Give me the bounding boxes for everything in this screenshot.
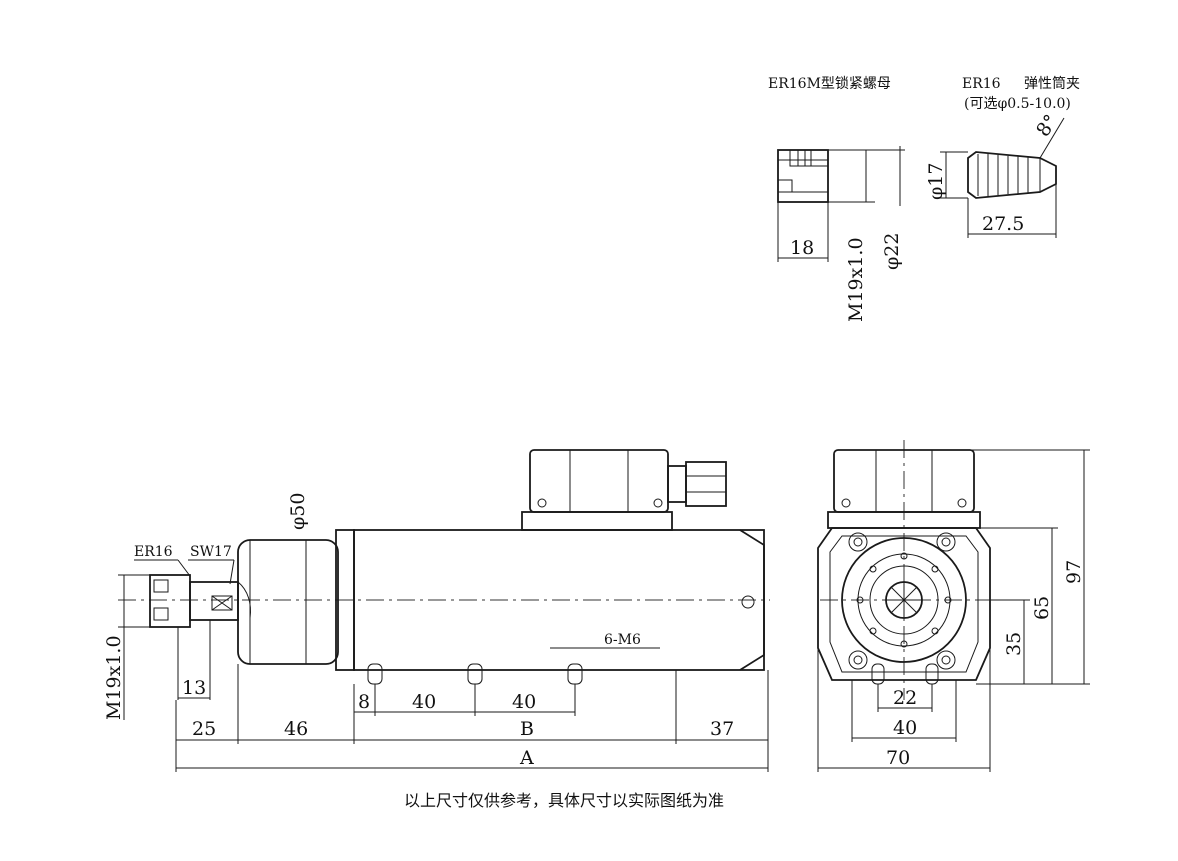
dim-46: 46 bbox=[284, 718, 308, 740]
dim-70: 70 bbox=[886, 747, 910, 769]
er16-nut-drawing: ER16M型锁紧螺母 18 M19x1.0 φ22 bbox=[768, 76, 905, 322]
dim-collet-length: 27.5 bbox=[982, 213, 1024, 235]
label-sw17: SW17 bbox=[190, 544, 232, 560]
er16-collet-drawing: ER16 弹性筒夹 (可选φ0.5-10.0) 8° φ17 27.5 bbox=[925, 75, 1080, 238]
footer-note: 以上尺寸仅供参考，具体尺寸以实际图纸为准 bbox=[404, 791, 724, 810]
label-mount-holes: 6-M6 bbox=[604, 632, 641, 648]
dim-a: A bbox=[519, 747, 534, 769]
dim-40c: 40 bbox=[893, 717, 917, 739]
dim-b: B bbox=[520, 718, 534, 740]
dim-22: 22 bbox=[893, 687, 917, 709]
dim-40a: 40 bbox=[412, 691, 436, 713]
label-er16: ER16 bbox=[134, 544, 173, 560]
dim-body-diameter: φ50 bbox=[287, 493, 309, 530]
dim-25: 25 bbox=[192, 718, 216, 740]
dim-97: 97 bbox=[1063, 560, 1085, 584]
dim-side-thread: M19x1.0 bbox=[103, 635, 125, 720]
dim-13: 13 bbox=[182, 677, 206, 699]
collet-name: 弹性筒夹 bbox=[1024, 75, 1080, 92]
spindle-side-view: ER16 SW17 6-M6 φ50 M19x1.0 13 8 40 40 bbox=[103, 449, 770, 772]
dim-40b: 40 bbox=[512, 691, 536, 713]
dim-35: 35 bbox=[1003, 632, 1025, 656]
collet-option: (可选φ0.5-10.0) bbox=[964, 96, 1071, 112]
collet-title: ER16 bbox=[962, 76, 1001, 92]
dim-nut-thread: M19x1.0 bbox=[845, 237, 867, 322]
dim-collet-angle: 8° bbox=[1032, 111, 1062, 141]
dim-nut-length: 18 bbox=[790, 237, 814, 259]
spindle-front-view: 97 65 35 22 40 70 bbox=[817, 440, 1090, 772]
dim-nut-diameter: φ22 bbox=[881, 233, 903, 270]
dim-65: 65 bbox=[1031, 596, 1053, 620]
nut-title: ER16M型锁紧螺母 bbox=[768, 76, 891, 92]
dim-8: 8 bbox=[358, 691, 370, 713]
dim-collet-diameter: φ17 bbox=[925, 163, 947, 200]
dim-37: 37 bbox=[710, 718, 734, 740]
